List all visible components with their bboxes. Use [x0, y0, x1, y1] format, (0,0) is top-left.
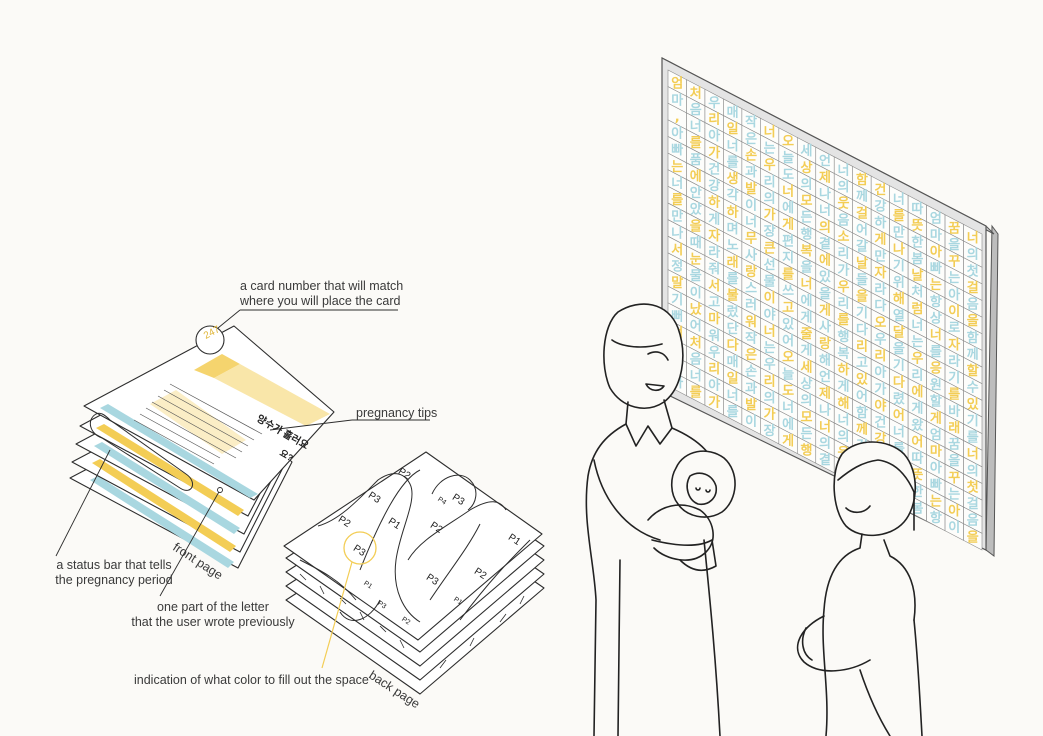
annotation-card-number-line1: a card number that will match	[240, 279, 400, 294]
board-letter: 곁	[819, 453, 831, 468]
annotation-card-number: a card number that will match where you …	[240, 279, 400, 309]
annotation-status-bar: a status bar that tells the pregnancy pe…	[44, 558, 184, 588]
board-letter: ,	[675, 110, 680, 125]
mother-figure	[798, 442, 922, 736]
annotation-color-indication: indication of what color to fill out the…	[134, 673, 369, 688]
annotation-card-number-line2: where you will place the card	[240, 294, 400, 309]
annotation-pregnancy-tips: pregnancy tips	[356, 406, 437, 421]
board-letter: 장	[764, 423, 776, 439]
annotation-status-bar-line1: a status bar that tells	[44, 558, 184, 573]
board-letter: 행	[801, 443, 813, 459]
board-letter: 게	[782, 434, 794, 449]
back-card-stack	[284, 452, 544, 694]
board-letter: 를	[690, 386, 702, 401]
annotation-letter-part: one part of the letter that the user wro…	[128, 600, 298, 630]
board-letter: 이	[948, 520, 960, 536]
board-letter: 가	[708, 395, 720, 410]
board-letter: 항	[930, 510, 942, 526]
annotation-status-bar-line2: the pregnancy period	[44, 573, 184, 588]
board-letter: 를	[727, 405, 739, 420]
annotation-letter-part-line2: that the user wrote previously	[128, 615, 298, 630]
board-letter: 이	[745, 414, 757, 430]
annotation-letter-part-line1: one part of the letter	[128, 600, 298, 615]
front-card-stack	[70, 326, 334, 568]
board-letter: 을	[967, 529, 979, 545]
